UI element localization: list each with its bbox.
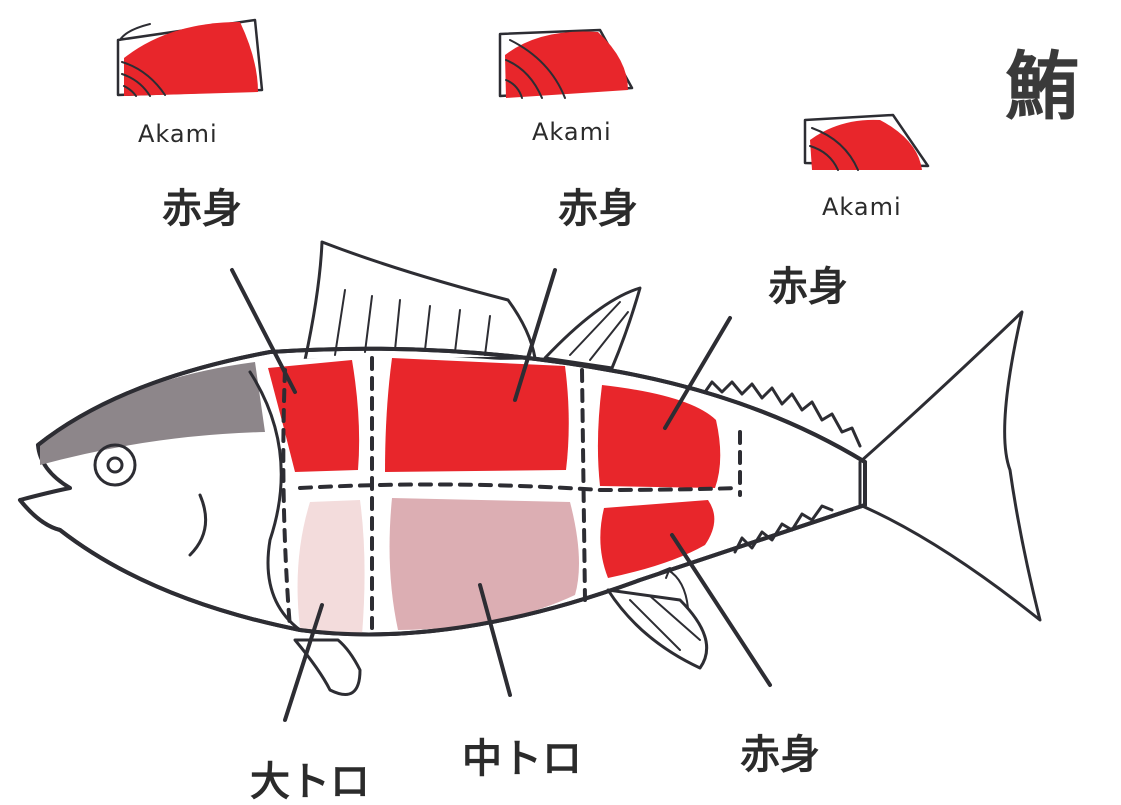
region-akami-2 (385, 358, 569, 472)
region-label-akami-4: 赤身 (740, 732, 820, 778)
tuna-fish (20, 242, 1040, 695)
akami-label-1: Akami (138, 120, 218, 148)
akami-thumbnail-2 (500, 30, 632, 98)
eye (95, 445, 135, 485)
region-akami-4 (600, 500, 714, 578)
akami-thumbnail-1 (118, 20, 262, 96)
region-label-akami-3: 赤身 (768, 264, 848, 310)
head-shading (40, 362, 265, 465)
akami-thumbnail-3 (805, 115, 928, 170)
region-label-akami-2: 赤身 (558, 186, 638, 232)
akami-label-2: Akami (532, 118, 612, 146)
region-label-chutoro: 中トロ (462, 736, 582, 782)
tail-fin (860, 312, 1040, 620)
region-otoro (298, 500, 365, 635)
akami-label-3: Akami (822, 193, 902, 221)
region-label-otoro: 大トロ (250, 759, 370, 805)
dorsal-fin (305, 242, 535, 360)
title-kanji: 鮪 (1005, 44, 1079, 130)
region-label-akami-1: 赤身 (162, 186, 242, 232)
pectoral-fin (295, 640, 360, 695)
